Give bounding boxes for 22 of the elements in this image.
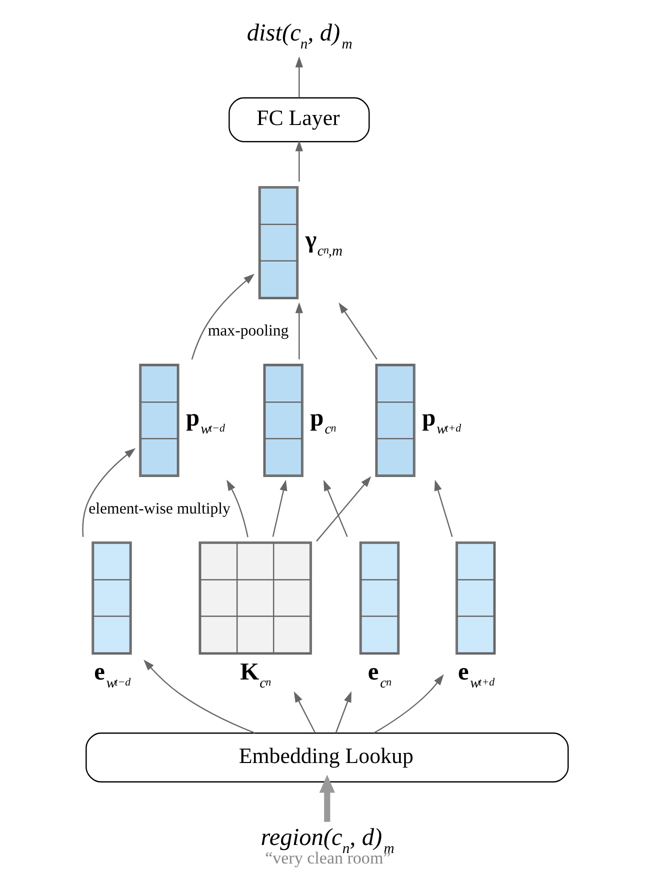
arrow: [272, 479, 287, 536]
node-box: Embedding Lookup: [85, 732, 568, 782]
arrow: [318, 774, 334, 822]
edge-label: element-wise multiply: [88, 500, 230, 517]
arrow: [323, 479, 348, 537]
arrow: [190, 273, 254, 360]
arrow: [143, 659, 255, 734]
edge-label: max-pooling: [207, 322, 288, 340]
arrow: [316, 476, 371, 542]
arrow: [294, 302, 302, 359]
arrow: [226, 479, 248, 537]
arrow: [294, 140, 302, 182]
node-box: FC Layer: [228, 96, 370, 142]
node-text: region(c$_{n}$, d)$_{m}$ “very clean room”: [260, 824, 394, 868]
node-text: dist(c$_{n}$, d)$_{m}$: [246, 19, 352, 52]
arrow: [294, 56, 302, 98]
arrow: [338, 302, 377, 360]
arrow: [373, 674, 444, 733]
arrow: [82, 448, 136, 536]
arrow: [334, 690, 351, 733]
arrow: [434, 479, 452, 536]
arrow: [293, 690, 316, 733]
